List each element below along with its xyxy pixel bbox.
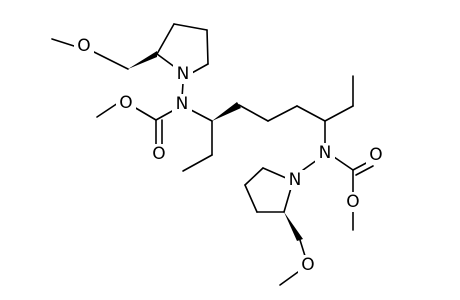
bond-ring1-c4-c5 [206, 29, 209, 65]
atom-o-ester-bottom: O [346, 192, 359, 212]
bond-backbone-2 [267, 105, 298, 122]
wedge-bond-backbone [212, 102, 241, 121]
atom-n-hydrazine-bottom: N [319, 143, 332, 163]
atom-o-carbonyl-top: O [152, 144, 165, 164]
bonds [51, 23, 374, 286]
bond-n-n-bottom [302, 159, 318, 171]
atom-n-ring-top: N [177, 64, 190, 84]
bond-carbonyl-oester-top [133, 106, 157, 121]
atom-o-carbonyl-bottom: O [369, 145, 382, 165]
atom-n-ring-bottom: N [289, 170, 302, 190]
bond-n-carbonyl-bottom [333, 156, 354, 171]
hashed-wedge-bond-bottom [284, 212, 303, 241]
bond-backbone-3 [296, 105, 326, 122]
bond-oester-ch3-top [96, 102, 119, 118]
bond-c-o-double-bottom-b [355, 165, 374, 176]
bond-ring1-c3-c4 [173, 23, 208, 31]
bond-ring1-n-c2 [156, 53, 177, 69]
bond-backbone-1 [238, 104, 269, 122]
bond-ethyl-ch3-left [182, 154, 213, 172]
atom-n-hydrazine-top: N [176, 94, 189, 114]
atom-o-methoxy-bottom: O [301, 255, 314, 275]
bond-ome-ch3-top [51, 38, 75, 47]
bond-n-carbonyl-top [155, 109, 175, 121]
bond-ring2-c5-c4 [244, 167, 264, 186]
bond-n-stereocenter-top [190, 109, 213, 122]
bond-ring2-n-c5 [262, 167, 287, 179]
bond-stereocenter-ethyl-right [324, 105, 354, 122]
atom-o-ester-top: O [119, 93, 132, 113]
bond-o-ch2-top [93, 51, 129, 70]
atom-labels: O N N O O N O O N O [74, 36, 386, 275]
bond-ring2-c2-n [283, 187, 292, 213]
bond-ring1-c2-c3 [156, 23, 175, 55]
bond-ring2-c4-c3 [244, 184, 258, 213]
hashed-wedge-bond-top [128, 51, 157, 69]
atom-o-methoxy-top: O [77, 36, 90, 56]
bond-ch2-o-bottom [299, 239, 306, 257]
bond-o-ch3-bottom [279, 271, 299, 286]
